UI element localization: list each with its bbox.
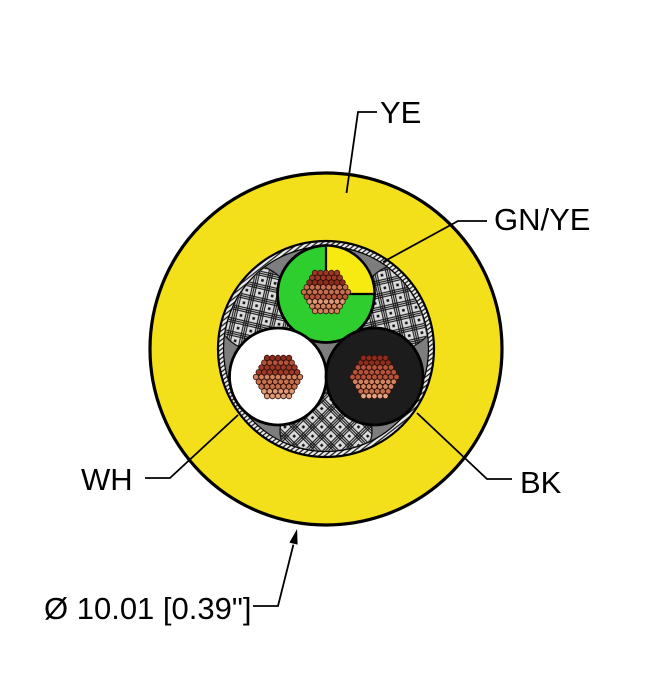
copper-strand-dot [382, 392, 389, 400]
copper-strand-dot [333, 307, 341, 315]
copper-strand-dot [385, 388, 392, 395]
copper-strand-dot [294, 369, 301, 376]
copper-strand-dot [294, 378, 301, 385]
copper-strand-dot [385, 359, 392, 366]
copper-strand-dot [291, 364, 298, 371]
label-ye: YE [380, 95, 421, 130]
label-bk: BK [520, 465, 562, 500]
copper-strand-dot [390, 369, 397, 376]
copper-strand-dot [333, 269, 341, 277]
copper-strand-dot [288, 388, 295, 395]
copper-strand-dot [393, 373, 400, 381]
copper-strand-dot [296, 373, 304, 381]
copper-strands-black [349, 354, 400, 400]
leader-wh [145, 414, 239, 479]
copper-strand-dot [342, 284, 349, 291]
copper-strands-white [252, 354, 304, 400]
copper-strand-dot [387, 364, 395, 371]
copper-strand-dot [288, 359, 295, 366]
copper-strand-dot [339, 279, 346, 286]
copper-strands-green-yellow [300, 269, 352, 315]
leader-bk [416, 412, 512, 480]
label-diameter: Ø 10.01 [0.39"] [44, 591, 251, 626]
copper-strand-dot [285, 354, 293, 362]
label-wh: WH [81, 462, 133, 497]
copper-strand-dot [342, 293, 349, 300]
copper-strand-dot [336, 303, 343, 310]
copper-strand-dot [387, 383, 395, 390]
leader-diameter [253, 544, 295, 607]
copper-strand-dot [390, 378, 397, 385]
copper-strand-dot [344, 288, 352, 296]
label-gnye: GN/YE [494, 202, 590, 237]
leader-lines [145, 111, 512, 607]
diameter-arrowhead [289, 529, 298, 545]
copper-strand-dot [382, 354, 389, 362]
copper-strand-dot [339, 298, 346, 305]
copper-strand-dot [291, 383, 298, 390]
copper-strand-dot [336, 274, 343, 281]
leader-gnye [382, 220, 487, 263]
leader-ye [345, 111, 377, 194]
copper-strand-dot [285, 392, 293, 400]
